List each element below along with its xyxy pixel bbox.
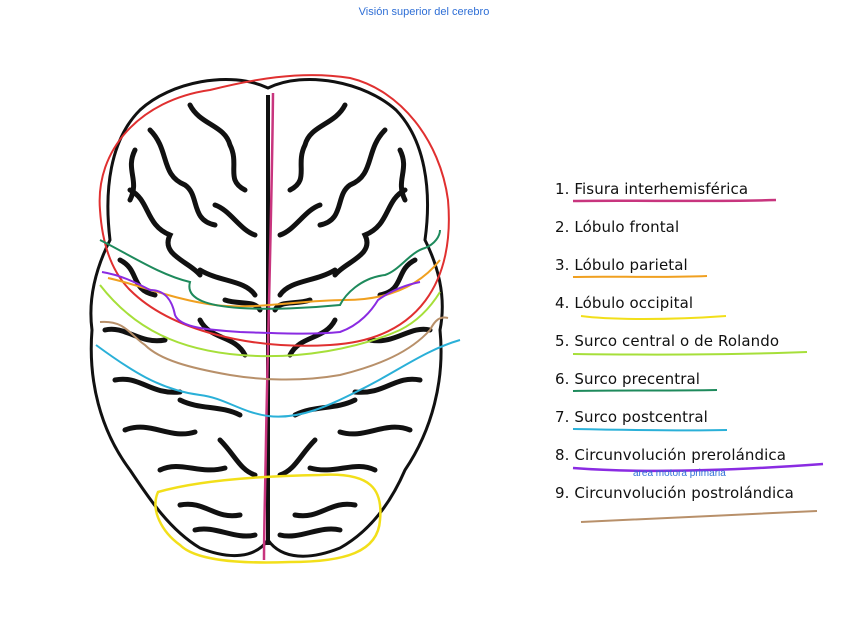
- diagram-title: Visión superior del cerebro: [358, 6, 490, 18]
- occipital-lobe-outline: [154, 473, 382, 564]
- legend: 1. Fisura interhemisférica 2. Lóbulo fro…: [555, 176, 845, 523]
- legend-item-number: 9.: [555, 484, 570, 502]
- precentral-sulcus-mark: [99, 229, 441, 310]
- legend-underline-8: [572, 462, 824, 473]
- legend-item-number: 5.: [555, 332, 570, 350]
- legend-item-number: 2.: [555, 218, 570, 236]
- legend-item-label: Circunvolución postrolándica: [574, 484, 794, 502]
- legend-item-label: Lóbulo occipital: [574, 294, 694, 312]
- legend-item-7: 7. Surco postcentral: [555, 404, 845, 442]
- legend-item-label: Circunvolución prerolándica: [574, 446, 787, 464]
- legend-item-3: 3. Lóbulo parietal: [555, 252, 845, 290]
- legend-underline-6: [572, 389, 718, 392]
- legend-underline-9: [580, 510, 818, 523]
- legend-item-label: Lóbulo frontal: [574, 218, 680, 236]
- legend-item-label: Surco central o de Rolando: [574, 332, 780, 350]
- legend-item-9: 9. Circunvolución postrolándica: [555, 480, 845, 523]
- legend-underline-5: [572, 351, 808, 356]
- legend-item-label: Lóbulo parietal: [574, 256, 688, 274]
- annotation-note: area motora primaria: [633, 468, 726, 479]
- frontal-lobe-outline: [98, 74, 450, 347]
- legend-item-number: 4.: [555, 294, 570, 312]
- legend-item-number: 3.: [555, 256, 570, 274]
- legend-underline-4: [580, 315, 727, 320]
- legend-item-1: 1. Fisura interhemisférica: [555, 176, 845, 214]
- legend-underline-7: [572, 428, 728, 432]
- postcentral-sulcus-mark: [95, 339, 461, 418]
- legend-item-number: 8.: [555, 446, 570, 464]
- legend-item-number: 6.: [555, 370, 570, 388]
- legend-item-5: 5. Surco central o de Rolando: [555, 328, 845, 366]
- central-sulcus-mark: [99, 284, 441, 358]
- legend-underline-1: [572, 198, 777, 203]
- legend-item-label: Fisura interhemisférica: [574, 180, 749, 198]
- legend-item-4: 4. Lóbulo occipital: [555, 290, 845, 328]
- legend-item-label: Surco precentral: [574, 370, 701, 388]
- legend-item-8: 8. Circunvolución prerolándica: [555, 442, 845, 480]
- legend-underline-3: [572, 275, 708, 278]
- legend-item-label: Surco postcentral: [574, 408, 708, 426]
- interhemispheric-fissure-mark: [262, 92, 275, 561]
- postcentral-gyrus-mark: [99, 316, 449, 381]
- legend-item-number: 7.: [555, 408, 570, 426]
- legend-item-2: 2. Lóbulo frontal: [555, 214, 845, 252]
- legend-item-number: 1.: [555, 180, 570, 198]
- precentral-gyrus-mark: [101, 271, 421, 335]
- legend-item-6: 6. Surco precentral: [555, 366, 845, 404]
